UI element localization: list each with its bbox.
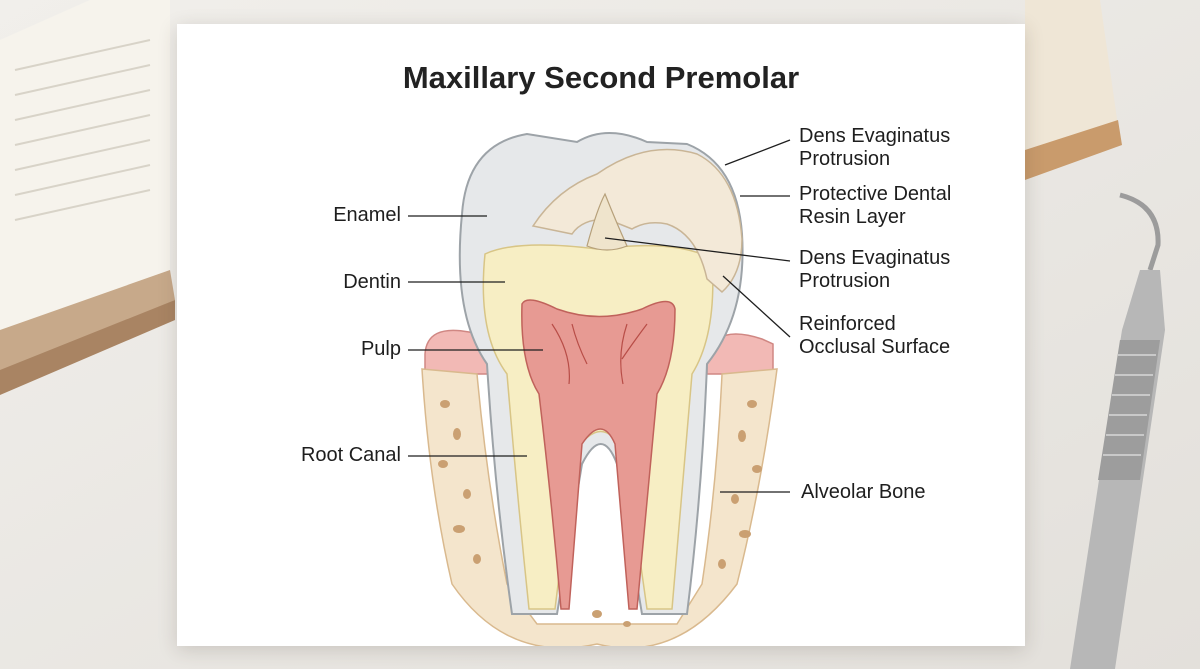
label-line: Occlusal Surface [799, 336, 951, 358]
diagram-title: Maxillary Second Premolar [402, 60, 800, 95]
protective-resin-layer [531, 148, 743, 294]
label-dens-evaginatus-1: Dens Evaginatus Protrusion [799, 125, 950, 171]
label-dentin: Dentin [343, 271, 401, 293]
label-enamel: Enamel [333, 204, 401, 226]
dental-explorer-tool [1070, 192, 1165, 669]
label-alveolar-bone: Alveolar Bone [801, 481, 926, 504]
tooth-pulp [521, 299, 676, 610]
book-top-right [1025, 0, 1122, 180]
label-line: Reinforced [799, 313, 896, 335]
tooth-diagram [408, 132, 791, 646]
label-line: Protrusion [799, 148, 891, 170]
bone-pores [438, 400, 762, 627]
label-protective-resin: Protective Dental Resin Layer [799, 183, 951, 229]
pulp-vessels [551, 323, 648, 385]
diagram-card: Maxillary Second Premolar [177, 24, 1025, 646]
label-line: Alveolar Bone [801, 481, 926, 503]
label-line: Dens Evaginatus [799, 247, 951, 269]
leader-lines-right [604, 139, 791, 493]
label-line: Dens Evaginatus [799, 125, 951, 147]
label-dens-evaginatus-2: Dens Evaginatus Protrusion [799, 247, 950, 293]
label-root-canal: Root Canal [300, 444, 401, 466]
label-line: Resin Layer [799, 206, 906, 228]
book-illustration [0, 0, 175, 395]
leader-lines-left [408, 215, 543, 457]
dens-evaginatus-cusp [586, 192, 628, 251]
label-line: Protective Dental [799, 183, 952, 205]
label-reinforced-occlusal: Reinforced Occlusal Surface [799, 313, 950, 359]
label-pulp: Pulp [360, 338, 401, 360]
label-line: Protrusion [799, 270, 891, 292]
